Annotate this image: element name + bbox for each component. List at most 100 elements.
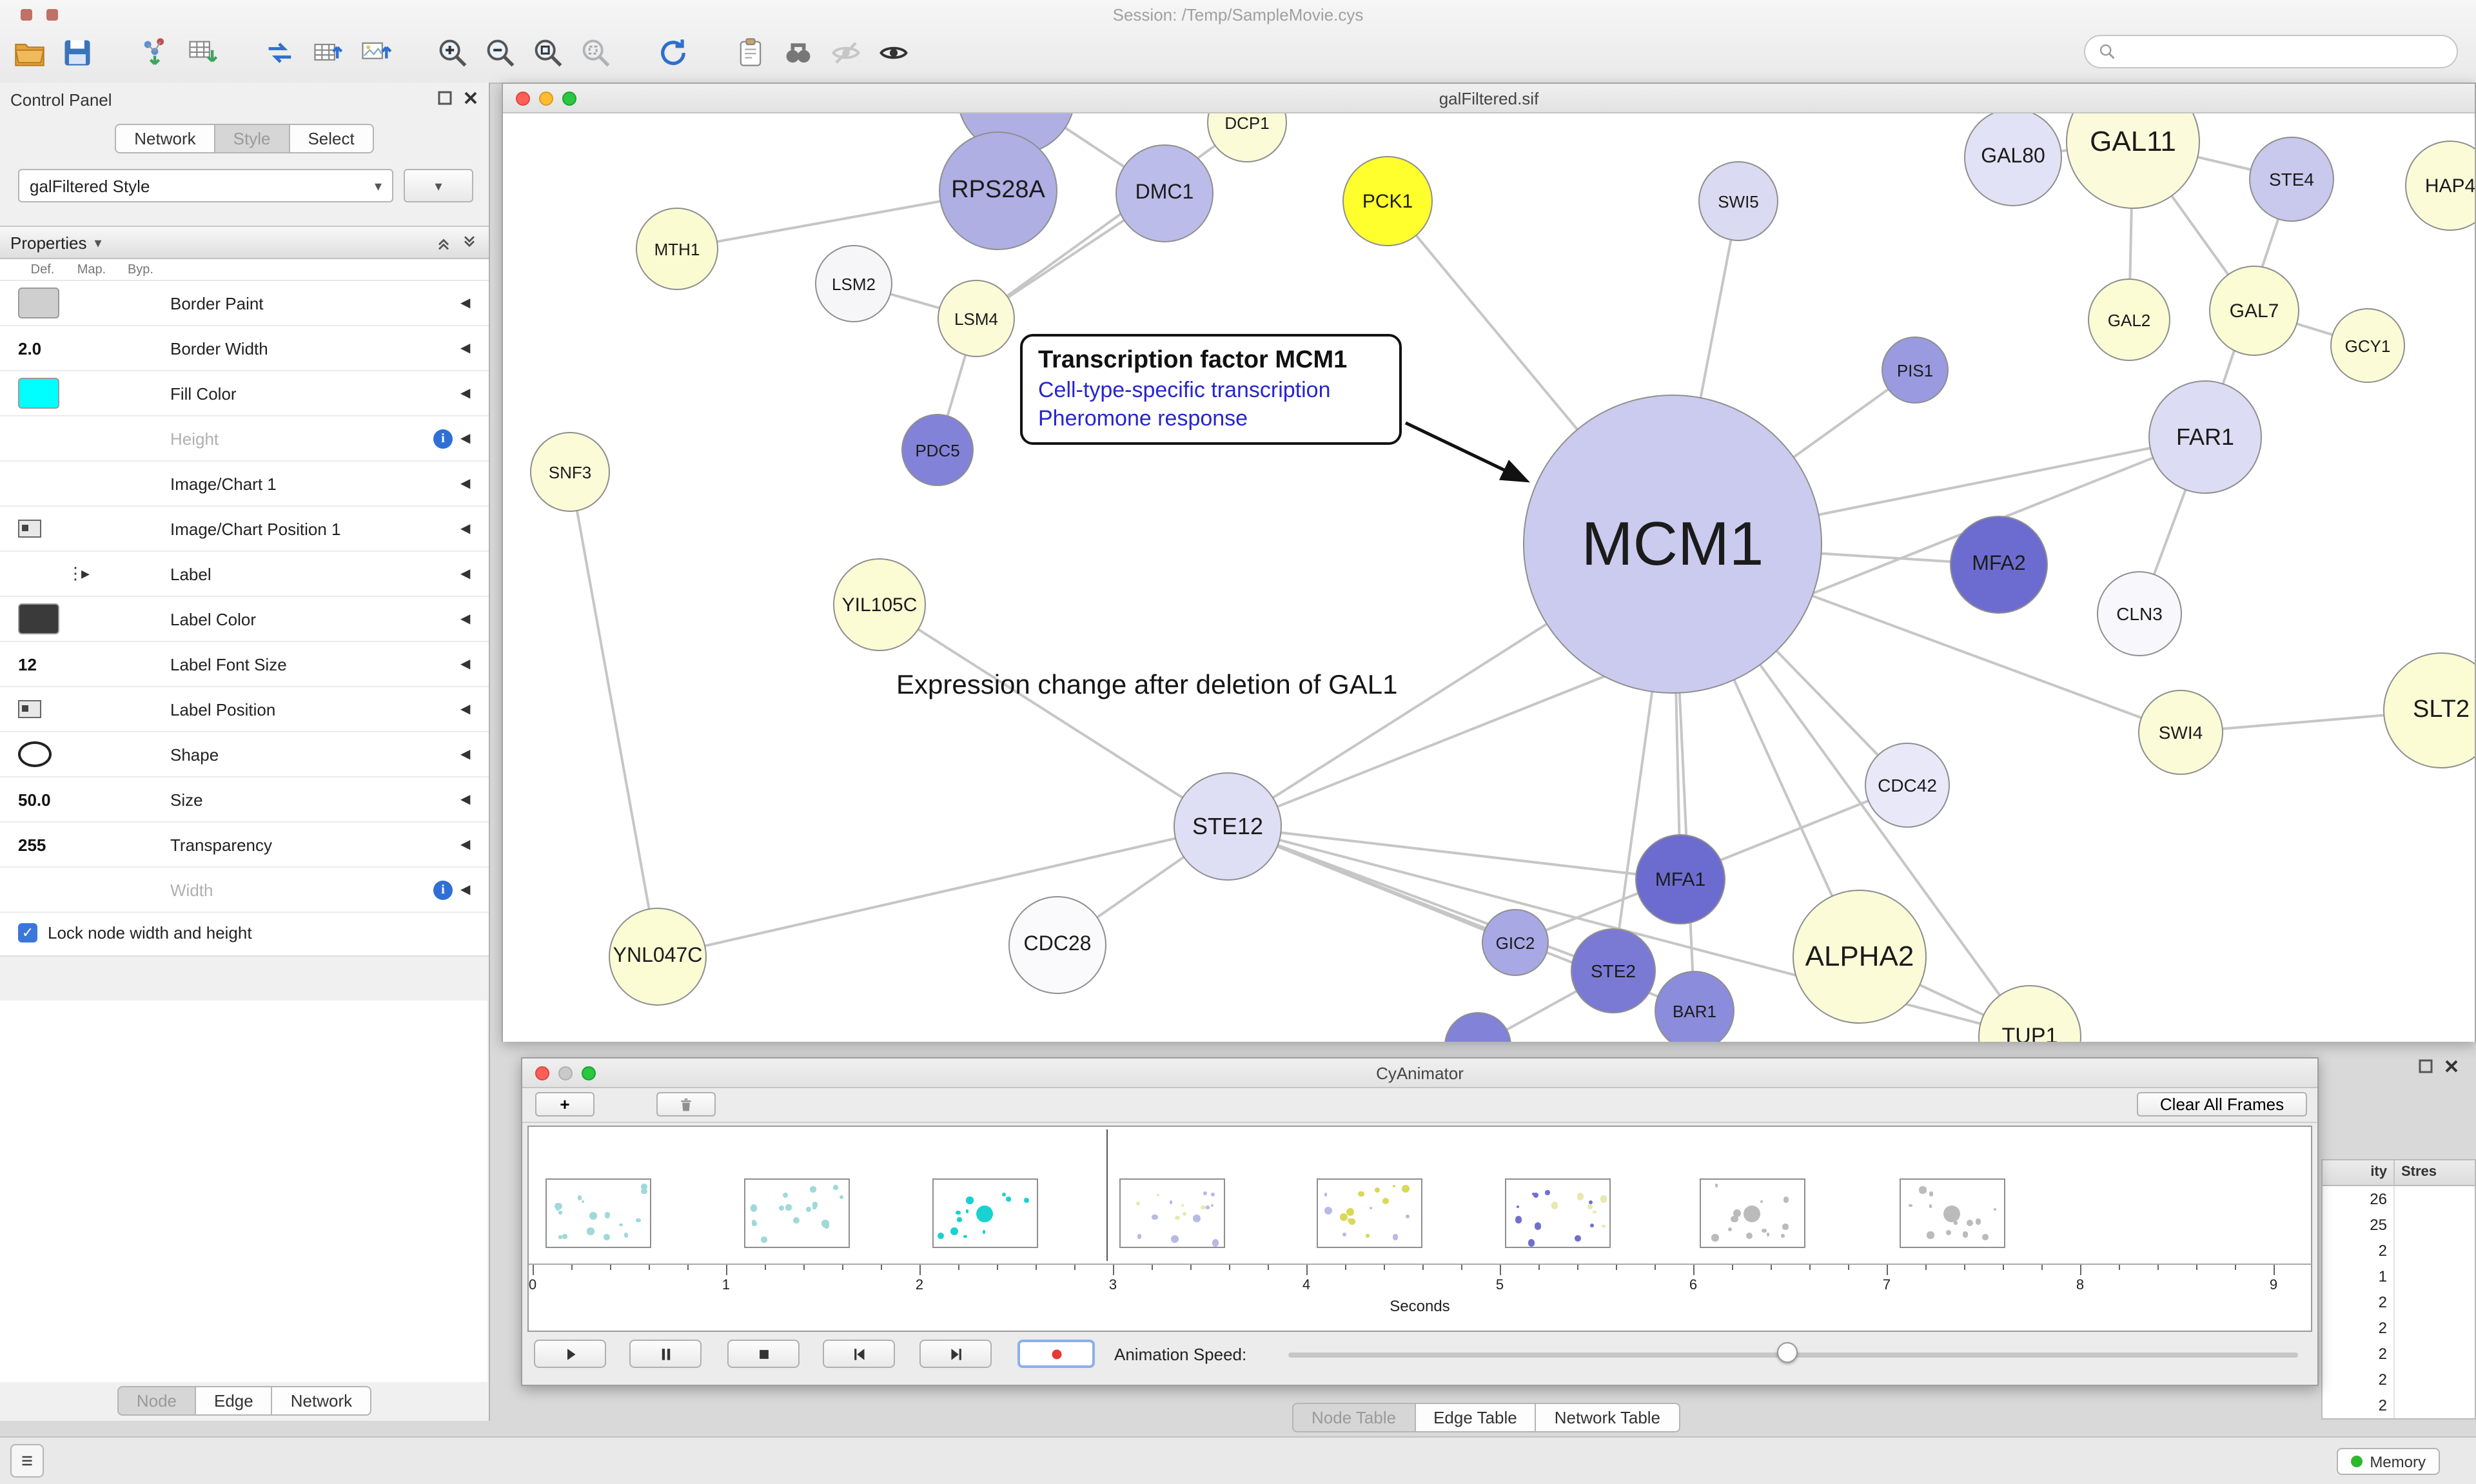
close-icon[interactable] <box>2444 1059 2459 1074</box>
network-node-pis1[interactable]: PIS1 <box>1882 337 1949 404</box>
expand-row-arrow-icon[interactable]: ◀ <box>460 476 471 491</box>
network-node-mfa1[interactable]: MFA1 <box>1635 834 1725 924</box>
annotation-link[interactable]: Pheromone response <box>1038 406 1248 431</box>
network-node-ste12[interactable]: STE12 <box>1174 772 1282 881</box>
zoom-out-button[interactable] <box>481 34 520 72</box>
table-row[interactable]: 2 <box>2323 1289 2475 1315</box>
pause-button[interactable] <box>629 1340 702 1368</box>
tab-select[interactable]: Select <box>290 124 374 153</box>
network-node-swi4[interactable]: SWI4 <box>2138 690 2223 775</box>
default-value-cell[interactable]: 255 <box>18 835 46 854</box>
network-node-gcy1[interactable]: GCY1 <box>2330 308 2405 383</box>
tab-node-table[interactable]: Node Table <box>1292 1403 1416 1432</box>
network-node-lsm4[interactable]: LSM4 <box>938 280 1015 357</box>
table-row[interactable]: 2 <box>2323 1315 2475 1341</box>
table-row[interactable]: 2 <box>2323 1238 2475 1264</box>
table-row[interactable]: 1 <box>2323 1264 2475 1289</box>
expand-row-arrow-icon[interactable]: ◀ <box>460 567 471 581</box>
info-icon[interactable]: i <box>433 429 453 448</box>
mcm1-annotation-box[interactable]: Transcription factor MCM1 Cell-type-spec… <box>1020 334 1402 445</box>
expand-row-arrow-icon[interactable]: ◀ <box>460 657 471 671</box>
network-canvas[interactable]: Transcription factor MCM1 Cell-type-spec… <box>503 113 2475 1042</box>
float-panel-icon[interactable] <box>2418 1059 2433 1074</box>
color-swatch[interactable] <box>18 378 59 409</box>
network-node-mcm1[interactable]: MCM1 <box>1523 395 1822 694</box>
expand-row-arrow-icon[interactable]: ◀ <box>460 386 471 400</box>
table-row[interactable]: 25 <box>2323 1212 2475 1238</box>
style-select-dropdown[interactable]: galFiltered Style ▾ <box>18 169 393 202</box>
animation-frame-thumbnail[interactable] <box>1317 1178 1422 1248</box>
collapse-all-icon[interactable] <box>460 233 478 251</box>
expand-row-arrow-icon[interactable]: ◀ <box>460 837 471 852</box>
ellipse-shape-icon[interactable] <box>18 741 52 767</box>
task-history-button[interactable] <box>10 1444 44 1478</box>
expand-row-arrow-icon[interactable]: ◀ <box>460 612 471 626</box>
property-row[interactable]: Image/Chart 1◀ <box>0 462 489 507</box>
export-table-button[interactable] <box>308 34 347 72</box>
clear-all-frames-button[interactable]: Clear All Frames <box>2137 1092 2307 1117</box>
tab-network-style[interactable]: Network <box>272 1386 372 1416</box>
style-options-button[interactable]: ▾ <box>404 169 473 202</box>
network-node-mfa2[interactable]: MFA2 <box>1950 516 2048 614</box>
table-row[interactable]: 2 <box>2323 1367 2475 1392</box>
tab-edge-table[interactable]: Edge Table <box>1415 1403 1537 1432</box>
skip-to-start-button[interactable] <box>823 1340 895 1368</box>
network-node-far1[interactable]: FAR1 <box>2148 380 2262 494</box>
color-swatch[interactable] <box>18 603 59 634</box>
network-node-gic2[interactable]: GIC2 <box>1482 909 1549 976</box>
close-window-icon[interactable] <box>535 1066 549 1080</box>
animation-frame-thumbnail[interactable] <box>1119 1178 1225 1248</box>
close-icon[interactable] <box>463 90 478 106</box>
default-value-cell[interactable] <box>18 520 67 538</box>
binoculars-button[interactable] <box>779 34 818 72</box>
table-row[interactable]: 26 <box>2323 1186 2475 1212</box>
search-box[interactable] <box>2084 35 2458 68</box>
network-node-pck1[interactable]: PCK1 <box>1342 156 1433 246</box>
memory-button[interactable]: Memory <box>2336 1448 2440 1475</box>
skip-to-end-button[interactable] <box>919 1340 992 1368</box>
expand-row-arrow-icon[interactable]: ◀ <box>460 792 471 806</box>
clipboard-button[interactable] <box>731 34 770 72</box>
table-column-header[interactable]: Stres <box>2401 1164 2437 1180</box>
network-node-alpha2[interactable]: ALPHA2 <box>1793 890 1927 1024</box>
animation-speed-slider-thumb[interactable] <box>1777 1342 1798 1363</box>
search-input[interactable] <box>2124 41 2444 63</box>
network-node-hap4[interactable]: HAP4 <box>2405 141 2475 231</box>
network-node-snf3[interactable]: SNF3 <box>530 432 610 512</box>
property-row[interactable]: Shape◀ <box>0 732 489 777</box>
network-node-pdc5[interactable]: PDC5 <box>901 414 974 486</box>
default-value-cell[interactable] <box>18 741 67 767</box>
zoom-window-icon[interactable] <box>582 1066 596 1080</box>
network-node-dmc1[interactable]: DMC1 <box>1115 144 1213 242</box>
add-frame-button[interactable]: + <box>535 1092 594 1117</box>
default-value-cell[interactable] <box>18 603 67 634</box>
animation-frame-thumbnail[interactable] <box>1505 1178 1611 1248</box>
timeline-playhead[interactable] <box>1106 1129 1108 1261</box>
network-node-slt2[interactable]: SLT2 <box>2383 652 2475 768</box>
network-node-lsm2[interactable]: LSM2 <box>815 245 892 322</box>
expand-row-arrow-icon[interactable]: ◀ <box>460 883 471 897</box>
refresh-view-button[interactable] <box>654 34 693 72</box>
expand-all-icon[interactable] <box>435 233 453 251</box>
save-session-button[interactable] <box>58 34 97 72</box>
property-row[interactable]: ⋮▸Label◀ <box>0 552 489 597</box>
stop-button[interactable] <box>727 1340 800 1368</box>
zoom-selected-button[interactable] <box>576 34 615 72</box>
play-button[interactable] <box>534 1340 606 1368</box>
network-node-mth1[interactable]: MTH1 <box>636 208 718 290</box>
tab-node-style[interactable]: Node <box>117 1386 196 1416</box>
network-node-cdc28[interactable]: CDC28 <box>1008 896 1106 994</box>
close-window-icon[interactable] <box>516 92 530 106</box>
import-table-button[interactable] <box>183 34 222 72</box>
network-node-ste4[interactable]: STE4 <box>2249 137 2334 222</box>
properties-section-header[interactable]: Properties ▾ <box>0 226 489 259</box>
delete-frame-button[interactable] <box>656 1092 716 1117</box>
network-node-cln3[interactable]: CLN3 <box>2097 571 2182 656</box>
tab-edge-style[interactable]: Edge <box>196 1386 273 1416</box>
